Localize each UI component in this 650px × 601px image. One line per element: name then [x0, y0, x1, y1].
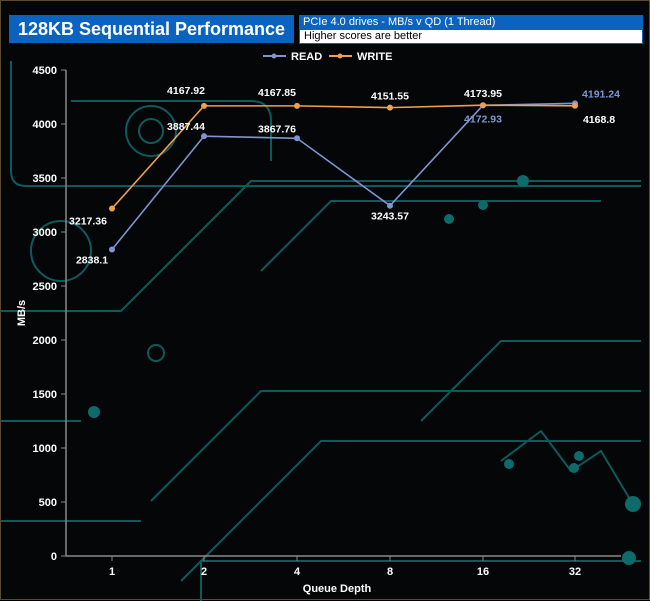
y-axis-label: MB/s	[16, 300, 28, 326]
chart-subtitle: PCIe 4.0 drives - MB/s v QD (1 Thread)	[299, 15, 643, 29]
y-tick-label: 2000	[33, 335, 57, 347]
y-tick-label: 4000	[33, 119, 57, 131]
y-tick-label: 1500	[33, 389, 57, 401]
write-data-label: 3217.36	[69, 216, 107, 228]
legend-write-label: WRITE	[357, 51, 392, 63]
write-data-point	[201, 102, 207, 109]
write-data-label: 4167.92	[167, 85, 205, 97]
y-tick-label: 3500	[33, 173, 57, 185]
write-data-point	[294, 102, 300, 109]
read-data-point	[201, 133, 207, 140]
x-tick-label: 1	[109, 566, 115, 578]
legend-read-label: READ	[291, 51, 322, 63]
y-tick-label: 2500	[33, 281, 57, 293]
read-data-point	[294, 135, 300, 142]
x-tick-label: 2	[201, 566, 207, 578]
legend-write-marker	[337, 53, 343, 59]
read-data-label: 3867.76	[258, 123, 296, 135]
read-data-point	[109, 246, 115, 253]
subtitle-box: PCIe 4.0 drives - MB/s v QD (1 Thread) H…	[299, 15, 643, 44]
x-tick-label: 16	[477, 566, 489, 578]
write-data-label: 4168.8	[583, 114, 615, 126]
write-data-point	[572, 102, 578, 109]
read-data-point	[387, 202, 393, 209]
read-data-label: 4191.24	[582, 88, 620, 100]
y-tick-label: 0	[51, 551, 57, 563]
write-data-point	[109, 205, 115, 212]
x-axis-label: Queue Depth	[303, 583, 372, 595]
chart-note: Higher scores are better	[299, 29, 643, 44]
read-data-label: 3887.44	[167, 121, 205, 133]
write-data-label: 4167.85	[258, 87, 296, 99]
write-data-label: 4151.55	[371, 91, 409, 103]
read-data-label: 4172.93	[464, 113, 502, 125]
legend-read-marker	[271, 53, 277, 59]
write-data-point	[387, 104, 393, 111]
chart-title: 128KB Sequential Performance	[9, 15, 294, 43]
write-data-label: 4173.95	[464, 88, 502, 100]
read-data-label: 3243.57	[371, 211, 409, 223]
x-tick-label: 4	[294, 566, 301, 578]
read-data-label: 2838.1	[76, 254, 108, 266]
write-data-point	[480, 102, 486, 109]
y-tick-label: 4500	[33, 65, 57, 77]
y-tick-label: 1000	[33, 443, 57, 455]
legend: READ WRITE	[263, 51, 392, 63]
x-tick-label: 8	[387, 566, 393, 578]
x-tick-label: 32	[569, 566, 581, 578]
y-tick-label: 500	[39, 497, 57, 509]
write-series-line	[111, 104, 576, 210]
y-tick-label: 3000	[33, 227, 57, 239]
